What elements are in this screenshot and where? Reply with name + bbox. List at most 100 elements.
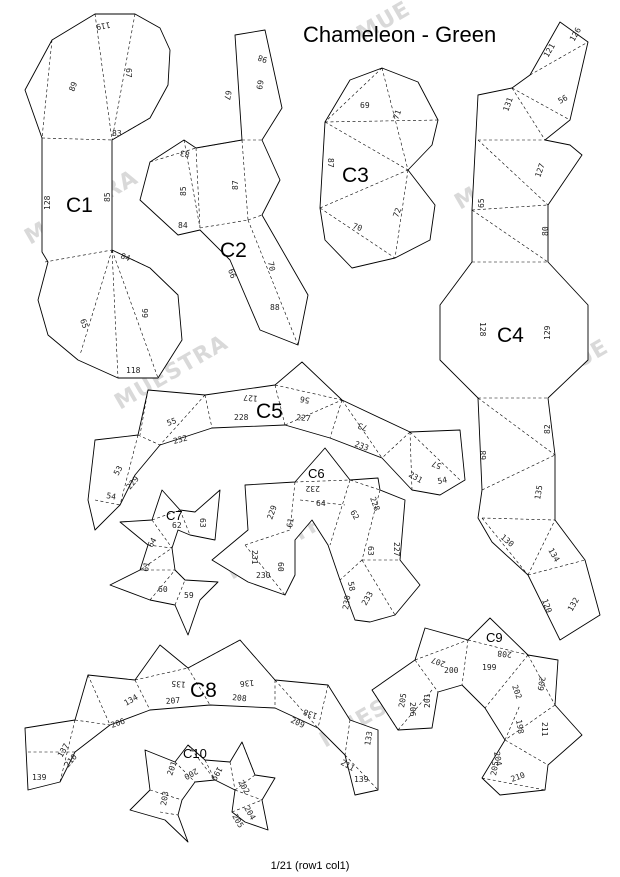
edge-number: 65: [477, 198, 486, 208]
edge-number: 64: [146, 536, 159, 549]
edge-number: 83: [112, 129, 122, 138]
piece-label: C5: [256, 400, 283, 423]
fold-lines: [244, 479, 400, 616]
edge-number: 136: [239, 678, 254, 688]
edge-number: 80: [541, 226, 550, 236]
piece-c9: 208 207 200 199 209 206 205 201 202 198 …: [371, 617, 583, 796]
edge-number: 53: [112, 464, 125, 477]
edge-number: 199: [482, 663, 497, 672]
piece-outline: [129, 741, 276, 843]
edge-number: 84: [119, 251, 131, 263]
piece-c10: 201 200 199 202 203 204 205 C10: [129, 741, 276, 843]
edge-number: 88: [270, 303, 280, 312]
edge-number: 129: [543, 325, 552, 340]
fold-lines: [41, 13, 159, 379]
edge-number: 231: [250, 550, 259, 565]
piece-c2: 98 69 67 83 85 84 87 66 70 88 C2: [139, 29, 309, 346]
edge-number: 62: [348, 509, 361, 522]
piece-outline: [371, 617, 583, 796]
piece-label: C3: [342, 164, 369, 187]
edge-number: 228: [234, 413, 249, 422]
edge-number: 230: [256, 571, 271, 580]
edge-number: 84: [178, 221, 188, 230]
edge-number: 87: [231, 180, 240, 190]
edge-number: 54: [437, 475, 448, 486]
edge-number: 70: [266, 261, 277, 272]
edge-number: 60: [158, 585, 168, 594]
piece-outline: [139, 29, 309, 346]
piece-c3: 69 71 87 72 70 C3: [319, 67, 439, 269]
edge-number: 206: [408, 702, 417, 717]
edge-number: 209: [535, 676, 546, 692]
edge-number: 133: [363, 730, 374, 746]
piece-c1: 119 67 89 83 128 85 84 65 66 118 C1: [24, 13, 183, 379]
fold-lines: [149, 139, 299, 346]
edge-number: 232: [305, 484, 320, 493]
piece-label: C6: [308, 466, 325, 481]
fold-lines: [319, 67, 439, 259]
edge-number: 68: [479, 450, 488, 460]
edge-number: 204: [492, 751, 503, 767]
piece-c5: 127 55 228 56 227 232 73 233 53 57 229 2…: [87, 361, 466, 531]
edge-number: 208: [497, 649, 512, 659]
piece-outline: [109, 489, 221, 636]
piece-label: C4: [497, 324, 524, 347]
edge-number: 89: [67, 80, 79, 92]
edge-number: 82: [543, 424, 552, 434]
fold-lines: [371, 639, 556, 791]
edge-number: 135: [171, 679, 186, 689]
edge-number: 227: [296, 413, 311, 423]
edge-number: 66: [226, 268, 238, 280]
edge-number: 205: [397, 692, 408, 708]
edge-number: 72: [391, 206, 403, 218]
piece-outline: [87, 361, 466, 531]
edge-number: 200: [444, 666, 459, 675]
edge-number: 135: [533, 484, 544, 500]
edge-number: 67: [222, 90, 233, 101]
page-title: Chameleon - Green: [303, 22, 497, 47]
edge-number: 69: [255, 79, 266, 90]
edge-number: 63: [198, 518, 207, 528]
piece-label: C9: [486, 630, 503, 645]
edge-number: 128: [43, 195, 52, 210]
edge-number: 119: [95, 20, 111, 31]
edge-number: 85: [103, 192, 112, 202]
edge-number: 208: [232, 693, 247, 703]
fold-lines: [94, 384, 461, 506]
piece-outline: [319, 67, 439, 269]
piece-c4: 126 121 131 56 127 65 80 128 129 82 68 1…: [439, 21, 601, 641]
edge-number: 64: [316, 499, 326, 508]
edge-number: 118: [126, 366, 141, 375]
piece-c8: 135 136 207 208 134 206 138 209 137 210 …: [24, 639, 379, 796]
edge-number: 57: [430, 459, 442, 471]
fold-lines: [28, 639, 379, 791]
piece-outline: [24, 639, 379, 796]
piece-outline: [211, 447, 421, 623]
edge-number: 70: [351, 221, 363, 233]
edge-number: 58: [346, 581, 357, 592]
edge-number: 60: [276, 562, 285, 572]
fold-lines: [149, 741, 263, 816]
edge-number: 65: [78, 318, 90, 330]
edge-number: 98: [256, 53, 268, 65]
piece-c6: 232 64 229 228 61 62 231 60 63 227 230 5…: [211, 447, 421, 623]
edge-number: 83: [179, 148, 190, 159]
edge-number: 227: [392, 542, 401, 557]
edge-number: 207: [165, 696, 180, 706]
edge-number: 205: [489, 760, 500, 776]
edge-number: 69: [360, 101, 370, 110]
edge-number: 55: [166, 416, 178, 428]
fold-lines: [139, 509, 191, 606]
fold-lines: [471, 41, 589, 576]
piece-label: C10: [183, 746, 207, 761]
piece-outline: [24, 13, 183, 379]
edge-number: 128: [478, 322, 487, 337]
edge-number: 203: [159, 790, 170, 806]
edge-number: 54: [106, 491, 117, 502]
edge-number: 87: [326, 158, 335, 168]
piece-c7: 62 63 64 61 60 59 C7: [109, 489, 221, 636]
edge-number: 63: [366, 546, 375, 556]
piece-label: C1: [66, 194, 93, 217]
edge-number: 61: [285, 517, 296, 528]
